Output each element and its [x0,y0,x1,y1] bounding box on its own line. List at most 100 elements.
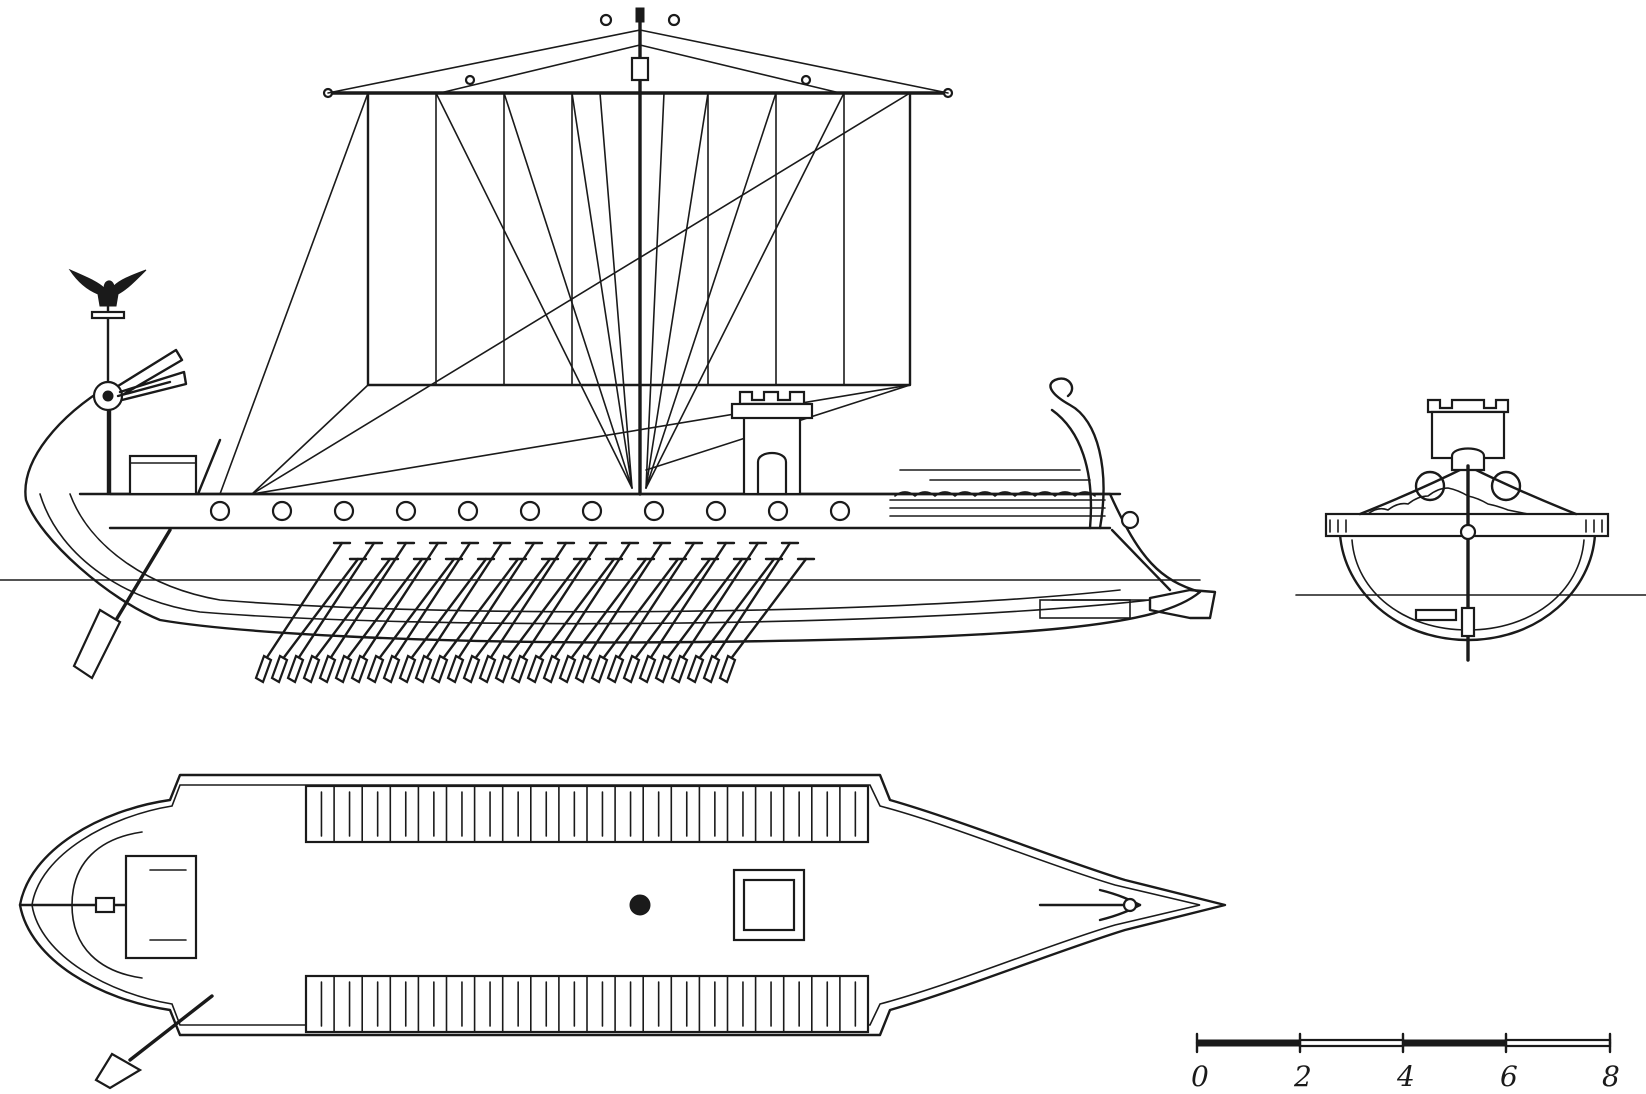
rowing-hatch [782,975,800,1033]
oar [334,557,432,684]
rowing-hatch [726,975,744,1033]
oar [590,557,688,684]
oar [366,557,464,684]
oar [718,557,816,684]
fighting-tower [730,390,814,496]
rowing-hatch [642,975,660,1033]
oar-port [829,500,851,522]
mast-block [630,56,650,82]
side-elevation-view [0,7,1217,684]
oar [350,541,448,684]
rowing-hatch [473,975,491,1033]
oar [318,541,416,684]
oar-ports [209,500,851,522]
scale-tick-4: 4 [1396,1060,1415,1093]
rowing-hatch [361,785,379,843]
plan-mast-step [629,894,651,916]
oar-port [209,500,231,522]
rowing-hatch [558,785,576,843]
rowing-hatch [839,785,857,843]
oar [542,541,640,684]
oar [382,541,480,684]
bow-planking [889,469,1106,517]
rowing-hatch [445,785,463,843]
oar [622,557,720,684]
oar-port [395,500,417,522]
rowing-hatch [529,975,548,1033]
rowing-hatch [473,785,491,843]
sail-rig [219,7,954,496]
bow-post [1049,377,1105,530]
rowing-hatch [698,975,716,1033]
rowing-hatch [754,975,772,1033]
brail-lines [219,92,911,495]
rowing-hatch [333,975,351,1033]
rowing-hatch [529,785,548,843]
rowing-hatch [810,785,829,843]
plan-stern-platform [124,854,198,960]
oar-port [643,500,665,522]
rowing-hatch [417,785,435,843]
oar [686,557,784,684]
rowing-hatch [614,975,632,1033]
hull-outline [24,383,1202,644]
rowing-hatch [670,975,688,1033]
oar-bank [254,541,816,684]
oar [638,541,736,684]
rowing-hatch [333,785,351,843]
rowing-hatch [501,785,519,843]
rowing-hatch [305,975,323,1033]
scale-tick-0: 0 [1191,1060,1209,1093]
rowing-hatch [642,785,660,843]
oar [494,557,592,684]
plan-hatch-row-upper [304,784,870,844]
bow-elevation-view [1295,398,1646,662]
rowing-hatch [389,975,407,1033]
rowing-hatch [839,975,857,1033]
oar [446,541,544,684]
oar [574,541,672,684]
rowing-hatch [698,785,716,843]
oar-port [705,500,727,522]
masthead-stays [327,13,949,94]
eagle-emblem [68,268,147,307]
rowing-hatch [445,975,463,1033]
oar [302,557,400,684]
oar [414,541,512,684]
rowing-hatch [501,975,519,1033]
oar-port [767,500,789,522]
oar [254,541,352,684]
plan-hatch-row-lower [304,974,870,1034]
rowing-hatch [670,785,688,843]
rowing-hatch [754,785,772,843]
scale-tick-2: 2 [1293,1060,1312,1093]
side-hull [24,377,1217,644]
ram [1148,588,1217,620]
rowing-hatch [586,975,604,1033]
oar [510,541,608,684]
aphlaston [116,348,188,402]
oar-port [333,500,355,522]
rowing-hatch [417,975,435,1033]
rowing-hatch [586,785,604,843]
rowing-hatch [305,785,323,843]
rowing-hatch [810,975,829,1033]
rowing-hatch [782,785,800,843]
rowing-hatch [361,975,379,1033]
scale-bar: 0 2 4 6 8 [1191,1032,1620,1093]
rowing-hatch [558,975,576,1033]
oar [606,541,704,684]
oar-port [581,500,603,522]
oar-port [271,500,293,522]
stern-ornament [68,268,188,496]
rowing-hatch [614,785,632,843]
oar-port [457,500,479,522]
oar [430,557,528,684]
scale-tick-8: 8 [1602,1060,1620,1093]
steering-oar [72,528,172,680]
plan-hull-outline [18,773,1227,1037]
oar [670,541,768,684]
stern-cabin [128,454,198,496]
rowing-hatch [726,785,744,843]
